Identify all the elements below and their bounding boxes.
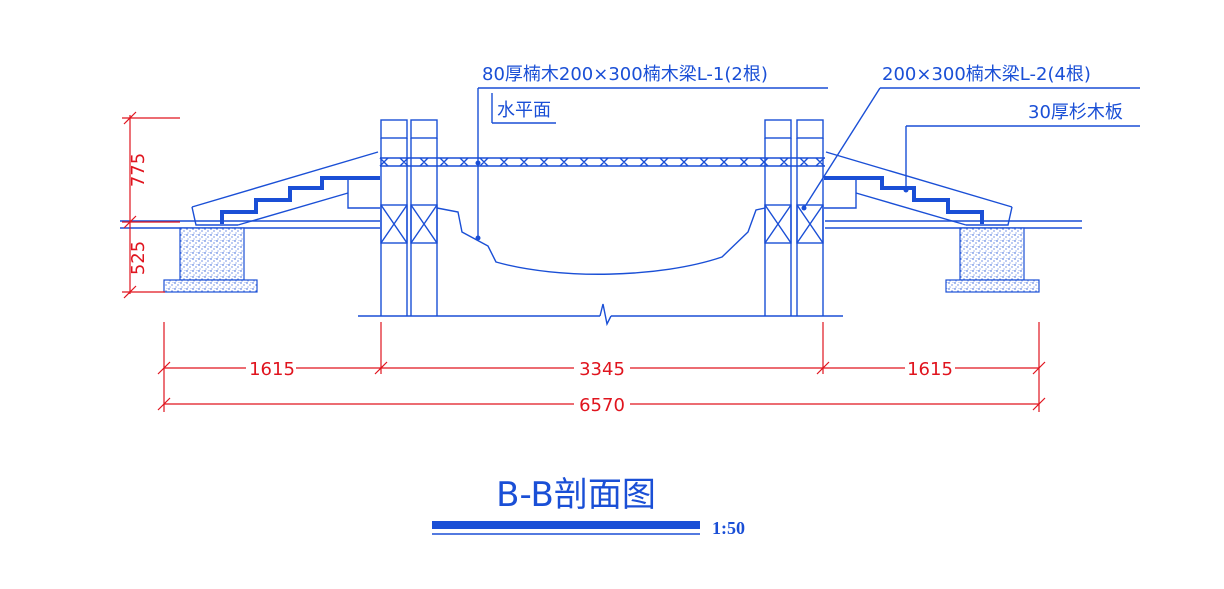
dim-6570: 6570 <box>579 395 625 416</box>
riverbed <box>436 207 766 275</box>
title-underline <box>432 521 700 529</box>
right-abutment <box>945 227 1040 293</box>
right-piers <box>764 119 824 316</box>
leader-lines <box>475 87 1140 241</box>
left-piers <box>380 119 438 316</box>
left-ramp <box>191 151 380 226</box>
drawing-scale: 1:50 <box>712 518 745 538</box>
ground-lines <box>120 220 1082 327</box>
left-abutment <box>163 227 258 293</box>
beam-l2-label: 200×300楠木梁L-2(4根) <box>882 64 1091 85</box>
vertical-dimensions <box>122 111 180 299</box>
drawing-title: B-B剖面图 <box>496 475 656 515</box>
dim-1615-right: 1615 <box>907 359 953 380</box>
horizontal-dimensions <box>157 322 1046 414</box>
right-ramp <box>824 151 1013 226</box>
fir-board-label: 30厚杉木板 <box>1028 102 1123 123</box>
dim-3345: 3345 <box>579 359 625 380</box>
dim-775: 775 <box>128 153 149 187</box>
water-level-label: 水平面 <box>497 100 551 121</box>
dim-525: 525 <box>128 241 149 275</box>
beam-l1-label: 80厚楠木200×300楠木梁L-1(2根) <box>482 64 768 85</box>
bridge-deck <box>379 157 825 167</box>
dim-1615-left: 1615 <box>249 359 295 380</box>
